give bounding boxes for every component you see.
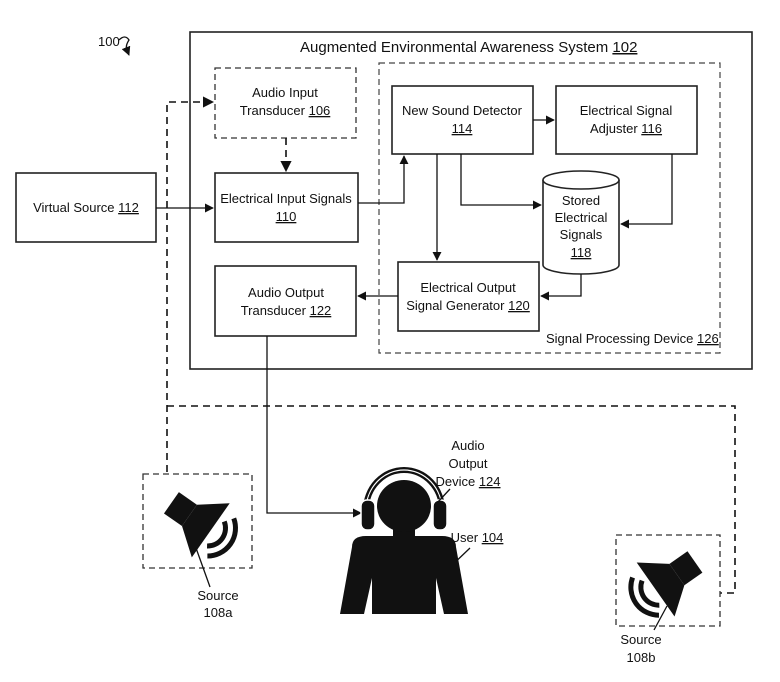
- electrical-output-signal-generator-line2: Signal Generator 120: [406, 298, 530, 313]
- acoustic-path-source-a: [166, 96, 215, 472]
- audio-output-device-line2: Output: [448, 456, 487, 471]
- audio-output-device-leader: [436, 488, 451, 504]
- speaker-icon-b: [628, 551, 703, 618]
- connector-input-signals-to-detector: [358, 155, 409, 204]
- electrical-output-signal-generator-box: [397, 261, 540, 332]
- source-b-leader: [653, 605, 668, 631]
- stored-electrical-signals-ref: 118: [571, 245, 592, 260]
- electrical-output-signal-generator-line1: Electrical Output: [420, 280, 516, 295]
- stored-electrical-signals-cylinder: [542, 170, 620, 275]
- electrical-signal-adjuster-line1: Electrical Signal: [580, 103, 673, 118]
- acoustic-path-source-b: [167, 405, 736, 594]
- virtual-source-label: Virtual Source 112: [33, 200, 139, 215]
- connector-stored-to-generator: [540, 274, 582, 301]
- user-figure-icon: [340, 480, 468, 614]
- audio-output-transducer-line2: Transducer 122: [241, 303, 332, 318]
- stored-electrical-signals-line3: Signals: [560, 227, 603, 242]
- electrical-signal-adjuster-line2: Adjuster 116: [590, 121, 662, 136]
- audio-input-transducer-line2: Transducer 106: [240, 103, 331, 118]
- electrical-input-signals-box: [214, 172, 359, 243]
- figure-ref-number: 100: [98, 34, 120, 49]
- headphones-icon: [360, 467, 448, 531]
- electrical-input-signals-line1: Electrical Input Signals: [220, 191, 352, 206]
- audio-output-transducer-line1: Audio Output: [248, 285, 324, 300]
- audio-output-transducer-box: [214, 265, 357, 337]
- new-sound-detector-line1: New Sound Detector: [402, 103, 523, 118]
- stored-electrical-signals-line2: Electrical: [555, 210, 608, 225]
- electrical-input-signals-ref: 110: [276, 209, 297, 224]
- figure-reference: 100: [98, 34, 131, 56]
- audio-output-device-line1: Audio: [451, 438, 484, 453]
- new-sound-detector-box: [391, 85, 534, 155]
- audio-input-transducer-box: [214, 67, 357, 139]
- source-a-line1: Source: [197, 588, 238, 603]
- stored-electrical-signals-line1: Stored: [562, 193, 600, 208]
- connector-detector-to-stored: [460, 154, 542, 210]
- figure-ref-arrow: [118, 36, 131, 56]
- source-b-line2: 108b: [627, 650, 656, 665]
- audio-input-transducer-line1: Audio Input: [252, 85, 318, 100]
- electrical-signal-adjuster-box: [555, 85, 698, 155]
- source-a-line2: 108a: [204, 605, 234, 620]
- virtual-source-box: [15, 172, 157, 243]
- connector-output-transducer-to-headphones: [266, 336, 362, 518]
- signal-processing-device-box: [378, 62, 721, 354]
- speaker-icon-a: [163, 492, 238, 559]
- source-b-line1: Source: [620, 632, 661, 647]
- user-label: User 104: [451, 530, 504, 545]
- new-sound-detector-ref: 114: [452, 121, 473, 136]
- system-title: Augmented Environmental Awareness System…: [300, 39, 637, 56]
- signal-processing-device-label: Signal Processing Device 126: [546, 331, 719, 346]
- user-leader: [447, 547, 471, 570]
- source-a-leader: [195, 547, 211, 588]
- connector-adjuster-to-stored: [620, 154, 673, 229]
- audio-output-device-line3: Device 124: [435, 474, 500, 489]
